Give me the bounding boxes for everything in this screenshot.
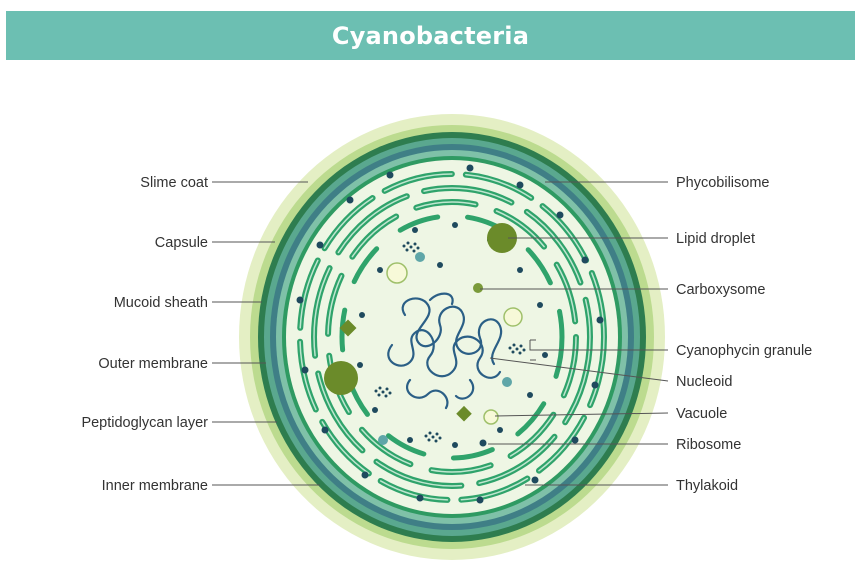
label-slime-coat: Slime coat [140, 175, 208, 191]
label-thylakoid: Thylakoid [676, 478, 738, 494]
label-capsule: Capsule [155, 235, 208, 251]
right-labels: Phycobilisome Lipid droplet Carboxysome … [676, 175, 812, 494]
label-carboxysome: Carboxysome [676, 282, 765, 298]
carboxysome [473, 283, 483, 293]
label-inner-membrane: Inner membrane [102, 478, 208, 494]
label-ribosome: Ribosome [676, 437, 741, 453]
cytoplasm [286, 160, 618, 514]
label-vacuole: Vacuole [676, 406, 727, 422]
label-peptidoglycan-layer: Peptidoglycan layer [81, 415, 208, 431]
label-cyanophycin-granule: Cyanophycin granule [676, 343, 812, 359]
label-mucoid-sheath: Mucoid sheath [114, 295, 208, 311]
label-lipid-droplet: Lipid droplet [676, 231, 755, 247]
left-labels: Slime coat Capsule Mucoid sheath Outer m… [81, 175, 208, 494]
label-outer-membrane: Outer membrane [98, 356, 208, 372]
label-nucleoid: Nucleoid [676, 374, 732, 390]
label-phycobilisome: Phycobilisome [676, 175, 770, 191]
